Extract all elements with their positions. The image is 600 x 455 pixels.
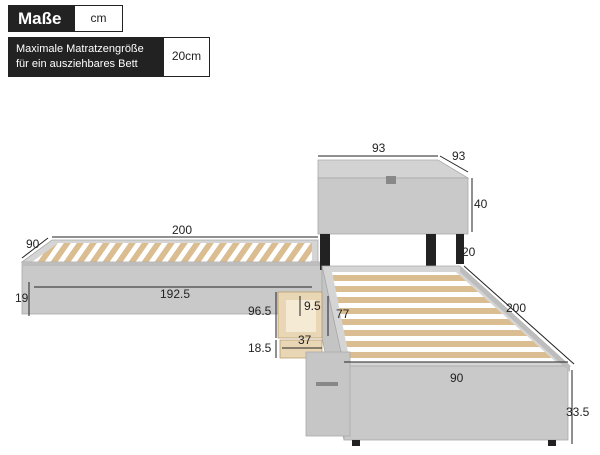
dim-nightstand-depth: 93	[452, 149, 466, 163]
unit-label: cm	[75, 5, 123, 32]
dim-drawer-depth: 96.5	[248, 304, 272, 318]
dim-top-bed-length: 200	[172, 223, 192, 237]
mattress-note: Maximale Matratzengröße für ein ausziehb…	[8, 37, 210, 77]
dimension-lines	[21, 155, 575, 444]
dim-nightstand-width: 93	[372, 141, 386, 155]
dimension-labels: 200 90 19 192.5 93 93 40 20 200 90 33.5 …	[15, 141, 590, 419]
page-title: Maße	[8, 5, 75, 32]
header: Maße cm	[8, 5, 123, 32]
dim-top-bed-height: 19	[15, 291, 29, 305]
dim-drawer-side: 77	[336, 307, 350, 321]
main-bed	[321, 265, 572, 446]
nightstand	[317, 159, 470, 270]
dim-nightstand-height: 40	[474, 197, 488, 211]
dim-drawer-height: 18.5	[248, 341, 272, 355]
dim-top-bed-inner-length: 192.5	[160, 287, 190, 301]
dim-top-bed-width: 90	[26, 237, 40, 251]
dim-main-bed-width: 90	[450, 371, 464, 385]
dim-main-bed-length: 200	[506, 301, 526, 315]
upper-bed	[20, 239, 323, 315]
dim-drawer-width: 37	[298, 333, 312, 347]
mattress-note-text: Maximale Matratzengröße für ein ausziehb…	[8, 37, 164, 77]
dim-leg-height: 20	[462, 245, 476, 259]
mattress-note-value: 20cm	[164, 37, 210, 77]
dim-main-bed-height: 33.5	[566, 405, 590, 419]
dim-drawer-inner-height: 9.5	[304, 299, 321, 313]
